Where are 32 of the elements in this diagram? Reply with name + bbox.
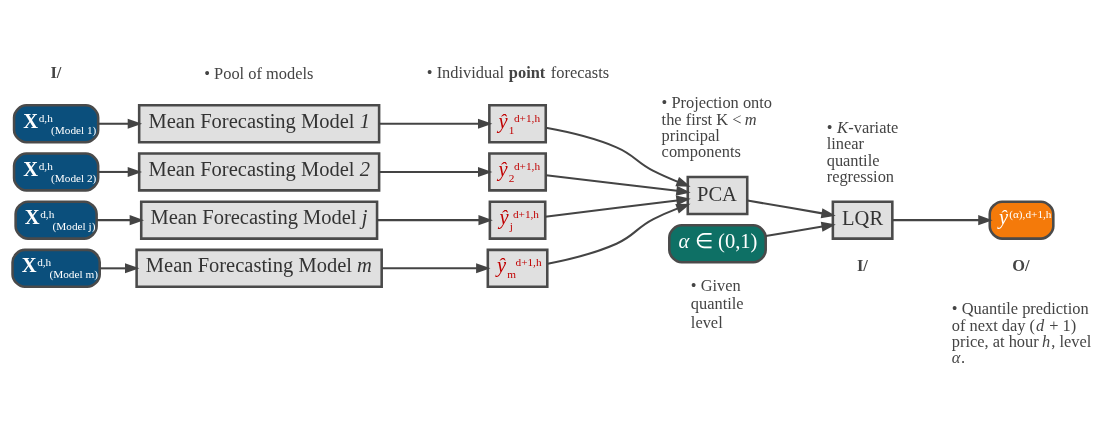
label: • Given quantile level	[690, 275, 744, 332]
arrow	[892, 214, 993, 225]
arrow	[379, 118, 493, 129]
arrow	[98, 166, 143, 177]
node-box: ŷ$^{(α),d+1,h}$	[988, 199, 1055, 240]
label: • Projection onto the first K < m principal components	[661, 92, 773, 161]
arrow	[96, 214, 145, 225]
node-box: α ∈ (0,1)	[668, 223, 767, 263]
label: • K-variate linear quantile regression	[826, 117, 899, 186]
arrow	[545, 126, 691, 187]
label: • Individual point forecasts	[426, 62, 610, 82]
arrow	[377, 214, 493, 225]
node-box: Mean Forecasting Model 1	[137, 103, 381, 143]
label: • Pool of models	[204, 63, 314, 83]
arrow	[381, 262, 491, 273]
node-box: PCA	[686, 175, 749, 215]
arrow	[545, 173, 691, 196]
label: I/	[50, 62, 62, 82]
arrow	[98, 118, 143, 129]
arrow	[765, 221, 836, 237]
label: O/	[1012, 255, 1030, 275]
label: • Quantile prediction of next day (d + 1) price, at hour h, level α.	[951, 298, 1092, 367]
node-box: Mean Forecasting Model j	[139, 199, 379, 240]
arrow	[547, 203, 691, 265]
label: I/	[856, 255, 868, 275]
arrow	[99, 262, 140, 273]
node-box: Mean Forecasting Model 2	[137, 151, 381, 192]
node-box: Mean Forecasting Model m	[135, 248, 383, 288]
arrow	[747, 199, 836, 218]
arrow	[379, 166, 493, 177]
node-box: LQR	[831, 199, 894, 240]
arrow	[545, 195, 691, 218]
